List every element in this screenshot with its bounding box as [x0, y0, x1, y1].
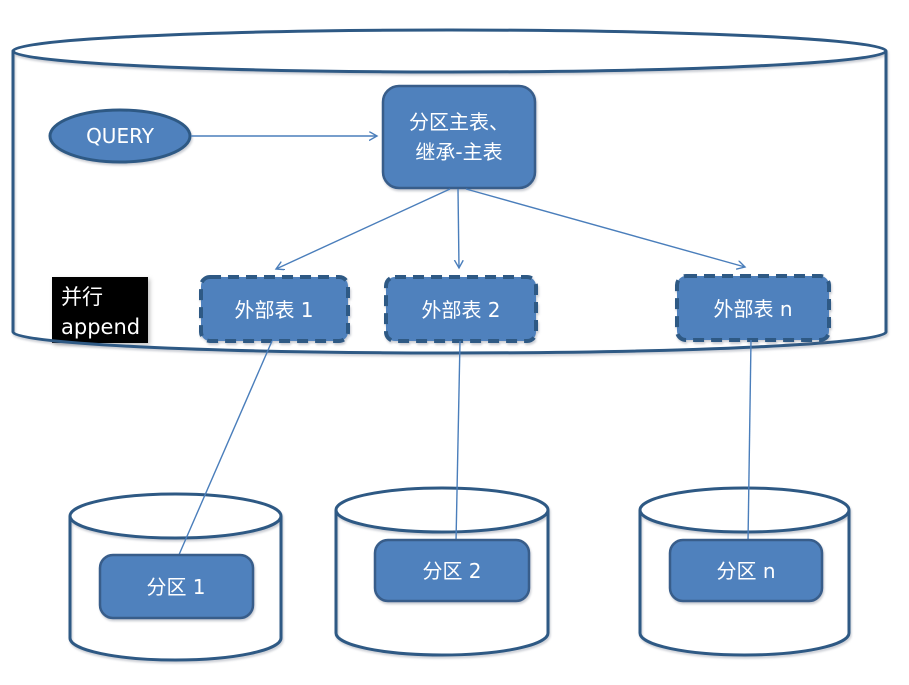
database-cylinder-top	[11, 28, 888, 74]
partition-n-label: 分区 n	[716, 559, 775, 583]
master-node: 分区主表、 继承-主表	[381, 84, 537, 190]
master-node-label-line2: 继承-主表	[415, 140, 502, 164]
partition-n-box	[668, 538, 824, 603]
partition-n-cylinder-body	[638, 510, 851, 657]
arrow-master-to-external-2	[458, 188, 459, 268]
external-table-n-box	[675, 274, 831, 342]
external-table-n: 外部表 n	[675, 274, 831, 342]
query-node-label: QUERY	[86, 124, 155, 148]
connector-external-1-to-partition-1	[177, 340, 273, 558]
connector-external-2-to-partition-2	[455, 340, 461, 543]
database-cylinder	[11, 28, 888, 355]
partition-1-box	[98, 553, 255, 620]
query-node: QUERY	[48, 108, 192, 164]
database-cylinder-body	[11, 51, 888, 355]
parallel-append-label-line1: 并行	[61, 285, 103, 309]
arrow-master-to-external-1	[276, 188, 451, 269]
partition-1-cylinder	[68, 492, 283, 662]
master-node-box	[381, 84, 537, 190]
external-table-2: 外部表 2	[384, 275, 538, 343]
partition-n-cylinder-top	[638, 486, 851, 534]
partition-2-cylinder	[334, 486, 550, 657]
partition-1: 分区 1	[98, 553, 255, 620]
query-ellipse	[48, 108, 192, 164]
partition-1-label: 分区 1	[146, 575, 205, 599]
arrow-master-to-external-n	[465, 188, 745, 267]
external-table-2-box	[384, 275, 538, 343]
partition-2-box	[373, 538, 531, 603]
partition-n: 分区 n	[668, 538, 824, 603]
parallel-append-label-line2: append	[61, 315, 140, 339]
partition-1-cylinder-body	[68, 516, 283, 662]
partition-2-cylinder-body	[334, 510, 550, 657]
partition-n-cylinder	[638, 486, 851, 657]
partition-1-cylinder-top	[68, 492, 283, 540]
master-node-label-line1: 分区主表、	[409, 110, 509, 134]
external-table-1-box	[199, 275, 350, 343]
parallel-append-label: 并行 append	[52, 277, 148, 343]
connector-external-n-to-partition-n	[747, 339, 752, 543]
partition-2: 分区 2	[373, 538, 531, 603]
external-table-2-label: 外部表 2	[421, 298, 500, 322]
external-table-n-label: 外部表 n	[713, 297, 792, 321]
external-table-1: 外部表 1	[199, 275, 350, 343]
partition-2-label: 分区 2	[422, 559, 481, 583]
external-table-1-label: 外部表 1	[234, 298, 313, 322]
parallel-append-label-bg	[52, 277, 148, 343]
partition-2-cylinder-top	[334, 486, 550, 534]
